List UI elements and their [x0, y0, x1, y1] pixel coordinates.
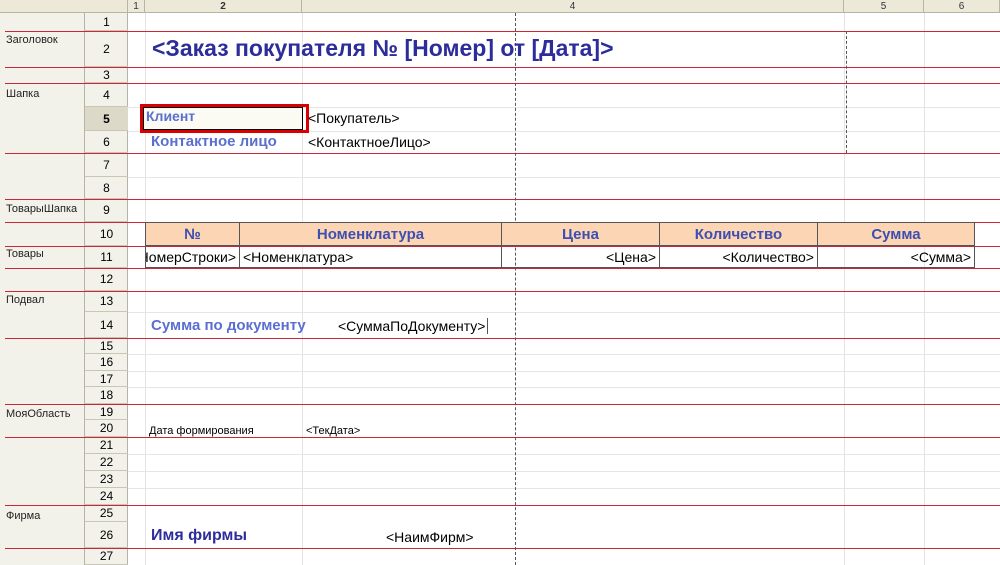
selected-cell-highlight	[140, 104, 309, 133]
table-cell-price[interactable]: <Цена>	[501, 246, 660, 268]
row-number[interactable]: 23	[85, 471, 128, 488]
document-title[interactable]: <Заказ покупателя № [Номер] от [Дата]>	[152, 35, 614, 61]
buyer-param[interactable]: <Покупатель>	[308, 110, 400, 126]
row-number[interactable]: 12	[85, 268, 128, 291]
row-number[interactable]: 27	[85, 548, 128, 565]
date-label[interactable]: Дата формирования	[149, 425, 254, 437]
row-number[interactable]: 24	[85, 488, 128, 505]
row-number[interactable]: 22	[85, 454, 128, 471]
table-header-quantity[interactable]: Количество	[659, 222, 818, 246]
column-header-4[interactable]: 4	[302, 0, 844, 13]
client-label[interactable]: Клиент	[146, 108, 196, 124]
area-boundary	[5, 83, 1000, 84]
grid-vline	[924, 13, 925, 565]
firm-label[interactable]: Имя фирмы	[151, 527, 248, 544]
row-number[interactable]: 8	[85, 177, 128, 199]
row-number[interactable]: 13	[85, 291, 128, 312]
row-number[interactable]: 25	[85, 505, 128, 522]
row-number[interactable]: 20	[85, 420, 128, 437]
area-boundary	[5, 404, 1000, 405]
firm-param[interactable]: <НаимФирм>	[386, 529, 474, 545]
area-boundary	[5, 437, 1000, 438]
date-param[interactable]: <ТекДата>	[306, 425, 361, 437]
area-boundary	[5, 505, 1000, 506]
column-header-1[interactable]: 1	[128, 0, 145, 13]
row-number[interactable]: 6	[85, 131, 128, 153]
column-header-2[interactable]: 2	[145, 0, 302, 13]
table-cell-quantity[interactable]: <Количество>	[659, 246, 818, 268]
column-header-5[interactable]: 5	[844, 0, 924, 13]
row-number-selected[interactable]: 5	[85, 107, 128, 131]
total-label[interactable]: Сумма по документу	[151, 317, 306, 334]
row-number[interactable]: 16	[85, 354, 128, 371]
grid-vline	[145, 13, 146, 565]
area-label-firma[interactable]: Фирма	[6, 510, 41, 522]
area-boundary	[5, 153, 1000, 154]
table-header-nomenclature[interactable]: Номенклатура	[239, 222, 502, 246]
column-header-corner	[0, 0, 128, 13]
table-header-price[interactable]: Цена	[501, 222, 660, 246]
selected-cell[interactable]	[143, 107, 303, 130]
row-number[interactable]: 14	[85, 312, 128, 338]
contact-label[interactable]: Контактное лицо	[151, 133, 277, 150]
area-label-podval[interactable]: Подвал	[6, 294, 45, 306]
total-param[interactable]: <СуммаПоДокументу>	[336, 318, 489, 334]
grid-vline	[302, 13, 303, 565]
area-boundary	[5, 338, 1000, 339]
area-boundary	[5, 199, 1000, 200]
contact-param[interactable]: <КонтактноеЛицо>	[308, 134, 431, 150]
row-number[interactable]: 3	[85, 67, 128, 83]
row-number[interactable]: 17	[85, 371, 128, 387]
row-header: 1 2 3 4 5 6 7 8 9 10 11 12 13 14 15 16 1…	[85, 13, 128, 565]
area-label-tovary[interactable]: Товары	[6, 248, 44, 260]
area-panel	[0, 13, 85, 565]
area-boundary	[5, 31, 1000, 32]
row-number[interactable]: 10	[85, 222, 128, 246]
area-label-shapka[interactable]: Шапка	[6, 88, 40, 100]
area-boundary	[5, 67, 1000, 68]
page-break-line	[846, 31, 847, 153]
area-boundary	[5, 268, 1000, 269]
area-label-tovary-shapka[interactable]: ТоварыШапка	[6, 203, 78, 215]
grid-vline	[844, 13, 845, 565]
table-cell-sum[interactable]: <Сумма>	[817, 246, 975, 268]
row-number[interactable]: 9	[85, 199, 128, 222]
row-number[interactable]: 2	[85, 31, 128, 67]
area-boundary	[5, 246, 1000, 247]
area-boundary	[5, 548, 1000, 549]
row-number[interactable]: 19	[85, 404, 128, 420]
area-label-moya-oblast[interactable]: МояОбласть	[6, 408, 71, 420]
column-header-6[interactable]: 6	[924, 0, 1000, 13]
table-cell-row-number[interactable]: <НомерСтроки>	[145, 246, 240, 268]
row-number[interactable]: 26	[85, 522, 128, 548]
row-number[interactable]: 1	[85, 13, 128, 31]
table-header-sum[interactable]: Сумма	[817, 222, 975, 246]
table-cell-nomenclature[interactable]: <Номенклатура>	[239, 246, 502, 268]
area-boundary	[5, 291, 1000, 292]
row-number[interactable]: 18	[85, 387, 128, 404]
table-header-number[interactable]: №	[145, 222, 240, 246]
row-number[interactable]: 11	[85, 246, 128, 268]
row-number[interactable]: 7	[85, 153, 128, 177]
area-label-zagolovok[interactable]: Заголовок	[6, 34, 58, 46]
column-header: 1 2 4 5 6	[0, 0, 1000, 13]
row-number[interactable]: 4	[85, 83, 128, 107]
row-number[interactable]: 21	[85, 437, 128, 454]
page-break-line	[515, 13, 516, 565]
row-number[interactable]: 15	[85, 338, 128, 354]
